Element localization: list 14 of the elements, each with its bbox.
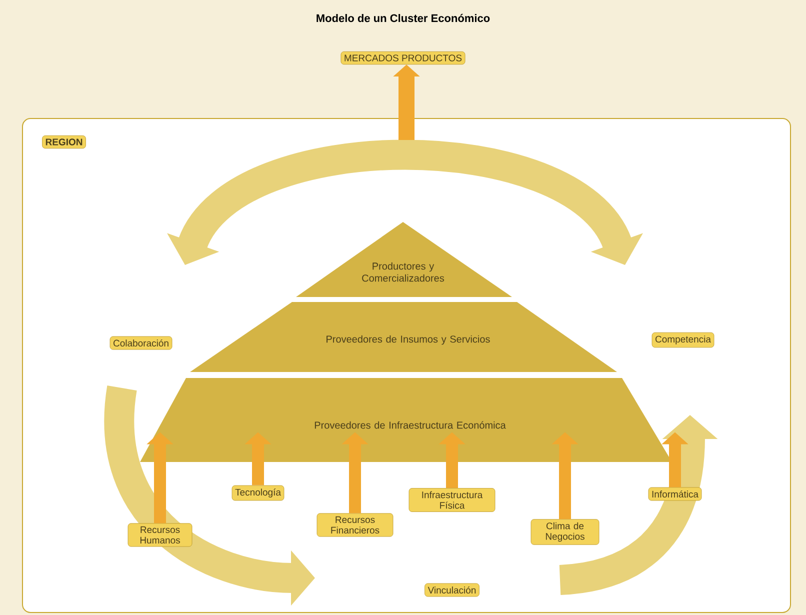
label-box: Infraestructura Física [408,488,496,512]
label-box: Recursos Financieros [316,513,394,537]
label-box: Clima de Negocios [530,519,600,545]
region-label: REGION [42,135,86,149]
label-box: Vinculación [424,583,480,597]
label-box: Colaboración [110,336,172,350]
label-box: Informática [648,487,702,501]
label-box: Tecnología [232,485,284,501]
label-box: Competencia [652,332,714,348]
label-box: MERCADOS PRODUCTOS [340,51,466,65]
label-box: Recursos Humanos [128,523,192,547]
pyramid-tier: Productores y Comercializadores [296,222,512,297]
title: Modelo de un Cluster Económico [316,14,490,22]
pyramid-tier: Proveedores de Insumos y Servicios [190,302,617,372]
